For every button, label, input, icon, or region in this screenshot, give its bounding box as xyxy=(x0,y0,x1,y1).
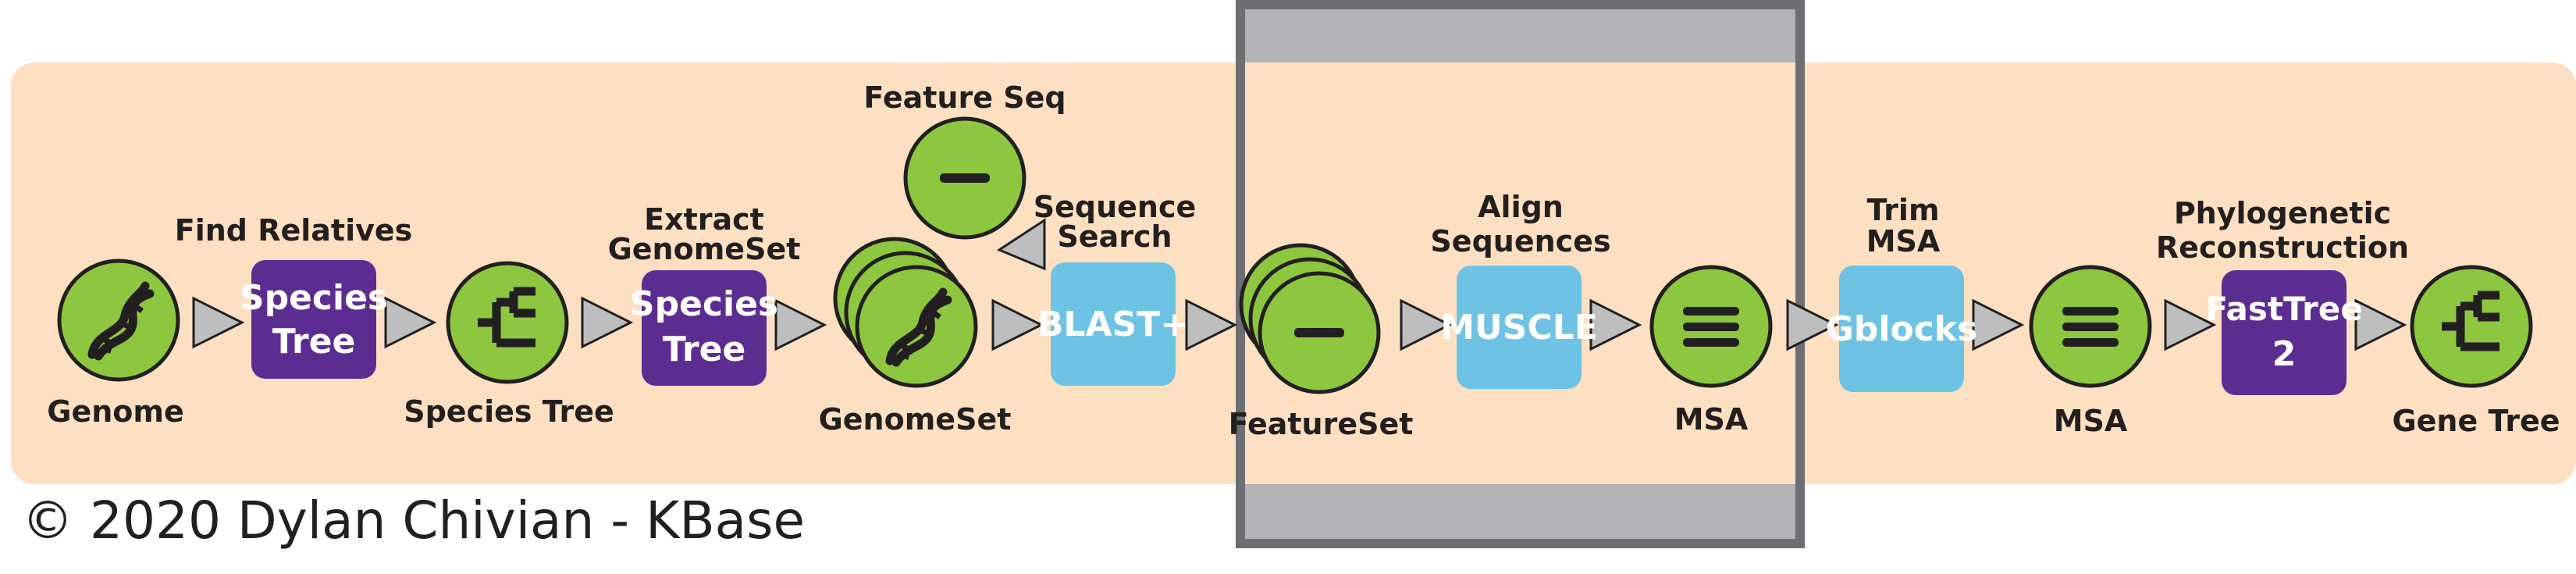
tool-name: Gblocks xyxy=(1826,309,1977,349)
minus-icon xyxy=(1294,328,1344,337)
step-label: Sequences xyxy=(1430,224,1610,258)
node-label: Genome xyxy=(47,394,184,429)
step-label: Phylogenetic xyxy=(2174,196,2391,230)
msa-node-1: MSA xyxy=(1649,265,1773,437)
flow-arrow xyxy=(1400,298,1453,351)
tool-name: FastTree xyxy=(2205,290,2362,328)
feature-seq-arrow xyxy=(996,218,1046,271)
step-label: MSA xyxy=(1866,224,1941,258)
tool-name: BLAST+ xyxy=(1037,305,1189,344)
tool-name: Tree xyxy=(663,330,746,369)
node-label: Feature Seq xyxy=(863,80,1066,115)
highlight-frame xyxy=(1236,0,1805,548)
tool-name: Tree xyxy=(272,322,356,362)
node-label: MSA xyxy=(2054,404,2128,438)
find-relatives-tool: Find Relatives Species Tree xyxy=(175,213,413,379)
align-sequences-tool: Align Sequences MUSCLE xyxy=(1430,190,1611,389)
feature-seq-node: Feature Seq xyxy=(863,80,1066,240)
msa-node-2: MSA xyxy=(2029,265,2152,438)
step-label: Align xyxy=(1478,190,1564,224)
flow-arrow xyxy=(384,296,437,349)
flow-arrow xyxy=(1972,298,2025,351)
lines-icon xyxy=(1683,307,1739,347)
trim-msa-tool: Trim MSA Gblocks xyxy=(1826,193,1977,392)
flow-arrow xyxy=(2164,298,2217,351)
highlight-top-strip xyxy=(1240,5,1800,62)
phylogenetic-reconstruction-tool: Phylogenetic Reconstruction FastTree 2 xyxy=(2156,196,2409,395)
tool-name: Species xyxy=(240,278,388,318)
genome-node: Genome xyxy=(47,258,184,429)
node-label: MSA xyxy=(1674,402,1749,437)
node-label: Species Tree xyxy=(404,394,614,429)
copyright-notice: © 2020 Dylan Chivian - KBase xyxy=(22,490,806,551)
flow-arrow xyxy=(192,296,245,349)
lines-icon xyxy=(2062,307,2119,347)
node-label: GenomeSet xyxy=(819,402,1012,437)
tool-name: MUSCLE xyxy=(1440,308,1598,348)
flow-arrow xyxy=(1185,298,1238,351)
step-label: Sequence xyxy=(1034,190,1197,224)
step-label: Find Relatives xyxy=(175,213,413,248)
featureset-node: FeatureSet xyxy=(1229,243,1414,441)
flow-arrow xyxy=(581,296,634,349)
step-label: Trim xyxy=(1866,193,1939,227)
tool-name: Species xyxy=(630,284,778,324)
node-label: Gene Tree xyxy=(2392,404,2560,438)
minus-icon xyxy=(940,173,990,183)
flow-arrow xyxy=(774,298,827,351)
flow-arrow xyxy=(1786,298,1839,351)
genomeset-node: GenomeSet xyxy=(819,237,1012,437)
node-label: FeatureSet xyxy=(1229,407,1414,441)
gene-tree-node: Gene Tree xyxy=(2392,265,2560,438)
sequence-search-tool: Sequence Search BLAST+ xyxy=(1034,190,1197,386)
highlight-bottom-strip xyxy=(1240,484,1800,544)
tool-name: 2 xyxy=(2272,334,2297,374)
flow-arrow xyxy=(991,298,1044,351)
species-tree-node: Species Tree xyxy=(404,261,614,429)
flow-arrow xyxy=(2354,298,2407,351)
flow-arrow xyxy=(1589,298,1642,351)
step-label: Extract xyxy=(644,202,764,237)
extract-genomeset-tool: Extract GenomeSet Species Tree xyxy=(608,202,801,386)
step-label: GenomeSet xyxy=(608,232,801,266)
step-label: Reconstruction xyxy=(2156,230,2409,265)
step-label: Search xyxy=(1057,219,1172,254)
